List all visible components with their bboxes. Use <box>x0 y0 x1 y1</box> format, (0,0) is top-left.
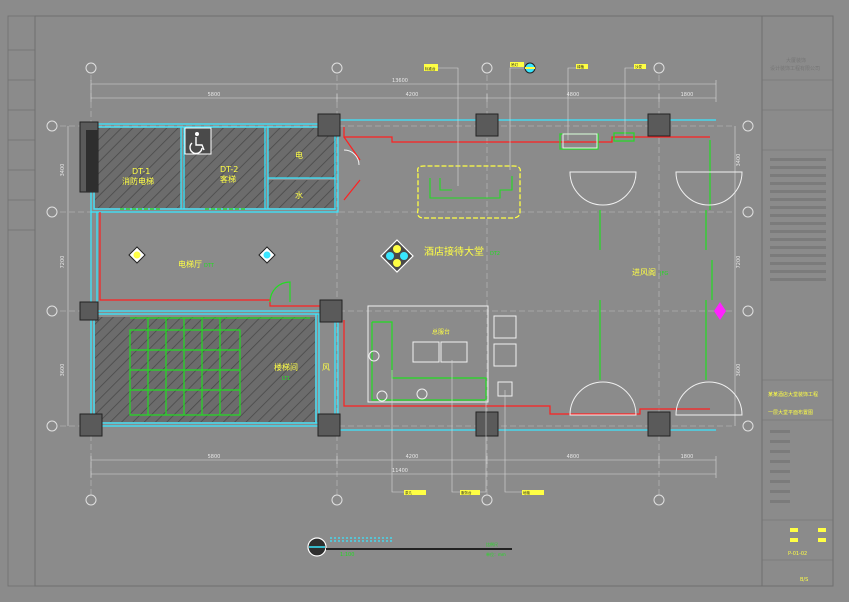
drawing-frame <box>34 15 834 587</box>
project-line-2: 一层大堂平面布置图 <box>768 409 813 416</box>
legend-note-1: 比例尺 <box>486 541 498 547</box>
dim-bottom-4: 1800 <box>681 454 694 460</box>
accessibility-icon <box>184 127 212 155</box>
sheet-number: B/S <box>800 577 808 583</box>
scale-label: 1:100 <box>340 552 354 558</box>
dimension-lines <box>67 80 736 478</box>
axis-bubbles <box>46 62 754 506</box>
elevator-hall-label: 电梯厅 <box>178 259 202 269</box>
fire-elevator-code: DT-1 <box>132 167 150 176</box>
fire-elevator-label: 消防电梯 <box>122 176 154 186</box>
dim-right-2: 7200 <box>736 256 742 269</box>
desk-inner <box>429 176 513 199</box>
dim-overall-top: 13600 <box>392 78 408 84</box>
columns <box>79 113 671 437</box>
door-swings <box>343 149 743 416</box>
stairs-label: 楼梯间 <box>274 362 298 372</box>
passenger-elevator-code: DT-2 <box>220 165 238 174</box>
callout-1: 标准台 <box>425 66 436 71</box>
fire-elevator-dark-panel <box>86 130 98 192</box>
dim-left-2: 7200 <box>60 256 66 269</box>
dim-top-3: 4800 <box>567 92 580 98</box>
passenger-elevator-label: 客梯 <box>220 174 236 184</box>
scale-legend: 1:100 比例尺 单位：mm <box>307 537 512 558</box>
vestibule-label: 进风阁 <box>632 267 656 277</box>
dim-top-2: 4200 <box>406 92 419 98</box>
electric-shaft-label: 电 <box>295 150 303 160</box>
wind-shaft-label: 风 <box>322 363 330 372</box>
callout-3: 绿植 <box>577 64 585 69</box>
lobby-tag: DT2 <box>490 251 500 257</box>
callout-5: 茶几 <box>405 490 413 495</box>
lobby-label: 酒店接待大堂 <box>424 245 484 258</box>
entrance-marker-icon <box>714 302 726 320</box>
dim-bottom-1: 5800 <box>208 454 221 460</box>
dim-top-4: 1800 <box>681 92 694 98</box>
title-block: 大厦装饰 设计装饰工程有限公司 某某酒店大堂装饰工程 一层大堂平面布置图 P-0… <box>762 57 833 583</box>
reception-desk <box>416 165 522 219</box>
callout-2: 吊灯 <box>511 62 519 67</box>
dim-bottom-2: 4200 <box>406 454 419 460</box>
dim-bottom-3: 4800 <box>567 454 580 460</box>
binding-strip <box>7 15 36 587</box>
fire-elevator-shaft <box>95 128 181 208</box>
project-line-1: 某某酒店大堂装饰工程 <box>768 391 818 398</box>
dim-right-3: 3600 <box>736 364 742 377</box>
reception-desk-label: 总服台 <box>432 328 450 336</box>
dim-left-3: 3600 <box>60 364 66 377</box>
furniture <box>367 133 598 403</box>
elevator-hall-tag: DTT <box>204 263 215 269</box>
dim-left-1: 3400 <box>60 164 66 177</box>
water-shaft-label: 水 <box>295 190 303 200</box>
company-line-1: 大厦装饰 <box>786 57 806 64</box>
dim-right-1: 3400 <box>736 154 742 167</box>
callout-4: 沙发 <box>635 64 643 69</box>
water-shaft <box>268 180 336 208</box>
stairs-tag: LT1 <box>282 376 290 382</box>
callout-6: 服务台 <box>461 490 472 495</box>
company-line-2: 设计装饰工程有限公司 <box>770 65 820 72</box>
legend-note-2: 单位：mm <box>486 551 506 557</box>
drawing-number: P-01-02 <box>788 551 807 557</box>
green-elements <box>120 132 713 416</box>
dim-overall-bottom: 11400 <box>392 468 408 474</box>
dim-top-1: 5800 <box>208 92 221 98</box>
callout-7: 地毯 <box>523 490 531 495</box>
callout-leaders <box>391 67 640 493</box>
light-fixture-icons <box>128 62 536 273</box>
callout-tags <box>404 62 646 495</box>
vestibule-tag: JFG <box>659 271 668 277</box>
